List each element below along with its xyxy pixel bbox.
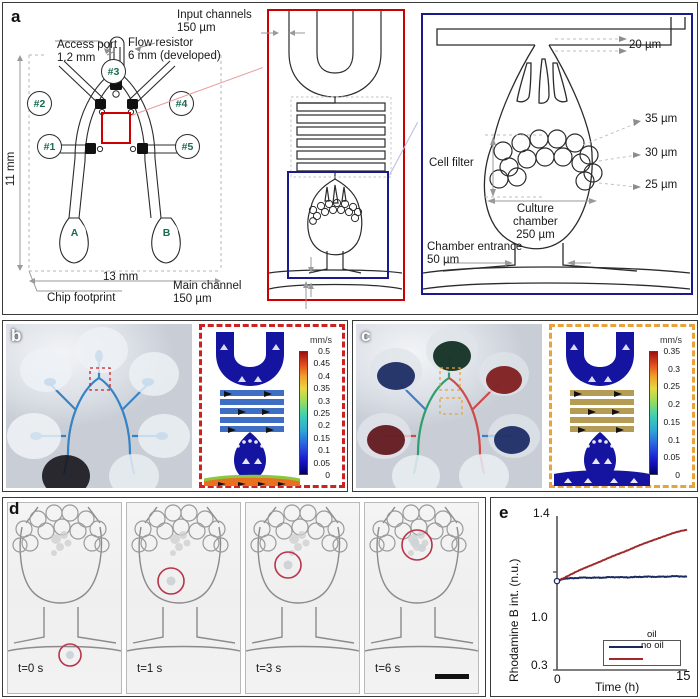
colorbar-tick: 0.3 xyxy=(318,395,330,406)
panel-c-label: c xyxy=(361,326,371,345)
panel-e-label: e xyxy=(499,503,509,522)
panel-e: e Rhodamine B int. (n.u.) 1.4 1.0 0.3 0 … xyxy=(490,497,698,697)
panel-c: mm/s 0.35 0.3 0.25 0.2 0.15 0.1 0.05 0 c xyxy=(352,320,698,492)
inset-blue-marker xyxy=(287,171,389,279)
colorbar-tick: 0.05 xyxy=(663,452,680,463)
colorbar-tick: 0.15 xyxy=(663,416,680,427)
y-tick-min: 0.3 xyxy=(531,658,548,672)
panel-c-flow-field xyxy=(554,332,650,486)
colorbar-tick: 0.45 xyxy=(313,358,330,369)
frame-timestamp: t=6 s xyxy=(375,663,401,675)
cell-filter-label: Cell filter xyxy=(429,157,474,169)
series-oil xyxy=(556,574,688,582)
panel-b-flow-field xyxy=(204,332,300,486)
legend-label-no-oil: no oil xyxy=(641,640,664,651)
inset-red-frame xyxy=(267,9,405,301)
frame-timestamp: t=0 s xyxy=(18,663,44,675)
x-tick-max: 15 xyxy=(676,668,691,683)
legend-label-oil: oil xyxy=(647,629,657,640)
access-port-label: Access port 1.2 mm xyxy=(57,39,118,64)
colorbar-tick: 0.25 xyxy=(313,408,330,418)
dim-35um: 35 µm xyxy=(645,113,678,125)
panel-c-colorbar xyxy=(649,351,658,475)
panel-a: a xyxy=(2,2,698,315)
colorbar-tick: 0.2 xyxy=(668,399,680,410)
panel-a-label: a xyxy=(11,7,21,26)
x-axis-label: Time (h) xyxy=(595,680,640,694)
colorbar-tick: 0 xyxy=(675,470,680,480)
x-tick-min: 0 xyxy=(554,672,561,686)
panel-b-colorbar xyxy=(299,351,308,475)
red-zoom-marker xyxy=(101,112,131,144)
panel-d-label: d xyxy=(9,499,20,518)
frame-0: t=0 s xyxy=(7,502,122,694)
panel-d: d t=0 s t=1 s xyxy=(2,497,486,697)
series-no-oil xyxy=(556,528,688,582)
inset-blue-drawing xyxy=(423,17,690,290)
frame-1: t=1 s xyxy=(126,502,241,694)
panel-c-simulation: mm/s 0.35 0.3 0.25 0.2 0.15 0.1 0.05 0 xyxy=(549,324,695,488)
port-1[interactable]: #1 xyxy=(37,134,62,159)
frame-timestamp: t=3 s xyxy=(256,663,282,675)
scale-bar xyxy=(435,674,469,679)
port-3[interactable]: #3 xyxy=(101,59,126,84)
main-channel-arrow xyxy=(303,281,309,309)
outlet-b: B xyxy=(155,221,178,244)
dim-30um: 30 µm xyxy=(645,147,678,159)
colorbar-tick: 0.3 xyxy=(668,363,680,374)
panel-b-colorbar-unit: mm/s xyxy=(310,335,332,345)
legend-swatch-no-oil xyxy=(609,658,643,661)
dim-25um: 25 µm xyxy=(645,179,678,191)
input-channel-arrows xyxy=(261,30,305,36)
outlet-a: A xyxy=(63,221,86,244)
port-5[interactable]: #5 xyxy=(175,134,200,159)
flow-resistor-label: Flow resistor 6 mm (developed) xyxy=(128,37,221,62)
colorbar-tick: 0.4 xyxy=(318,370,330,381)
port-2[interactable]: #2 xyxy=(27,91,52,116)
y-tick-mid: 1.0 xyxy=(531,610,548,624)
colorbar-tick: 0 xyxy=(325,470,330,480)
panel-c-chip-overlay xyxy=(357,327,540,488)
panel-c-colorbar-unit: mm/s xyxy=(660,335,682,345)
culture-chamber-label: Culture chamber 250 µm xyxy=(513,203,558,241)
panel-c-photograph xyxy=(356,324,542,488)
colorbar-tick: 0.05 xyxy=(313,457,330,468)
y-tick-max: 1.4 xyxy=(533,506,550,520)
panel-b-chip-overlay xyxy=(7,327,190,488)
colorbar-tick: 0.35 xyxy=(663,346,680,356)
colorbar-tick: 0.5 xyxy=(318,346,330,356)
chart-legend xyxy=(603,640,681,666)
chip-footprint-label: Chip footprint xyxy=(47,292,116,304)
dim-20um: 20 µm xyxy=(629,39,662,51)
port-4[interactable]: #4 xyxy=(169,91,194,116)
colorbar-tick: 0.35 xyxy=(313,383,330,394)
colorbar-tick: 0.25 xyxy=(663,381,680,392)
colorbar-tick: 0.1 xyxy=(668,434,680,445)
height-dim-label: 11 mm xyxy=(5,151,18,187)
panel-b-label: b xyxy=(11,326,22,345)
colorbar-tick: 0.15 xyxy=(313,432,330,443)
colorbar-tick: 0.2 xyxy=(318,420,330,431)
frame-timestamp: t=1 s xyxy=(137,663,163,675)
frame-3: t=6 s xyxy=(364,502,479,694)
panel-b-photograph xyxy=(6,324,192,488)
chart-plot-area xyxy=(553,516,688,671)
colorbar-tick: 0.1 xyxy=(318,445,330,456)
frame-2: t=3 s xyxy=(245,502,360,694)
inset-blue-frame: 20 µm 35 µm 30 µm 25 µm Cell filter Cult… xyxy=(421,13,693,295)
legend-swatch-oil xyxy=(609,646,643,649)
input-channels-label: Input channels 150 µm xyxy=(177,9,252,34)
width-dim-label: 13 mm xyxy=(103,271,139,283)
main-channel-label: Main channel 150 µm xyxy=(173,280,242,305)
chamber-entrance-label: Chamber entrance 50 µm xyxy=(427,241,523,266)
